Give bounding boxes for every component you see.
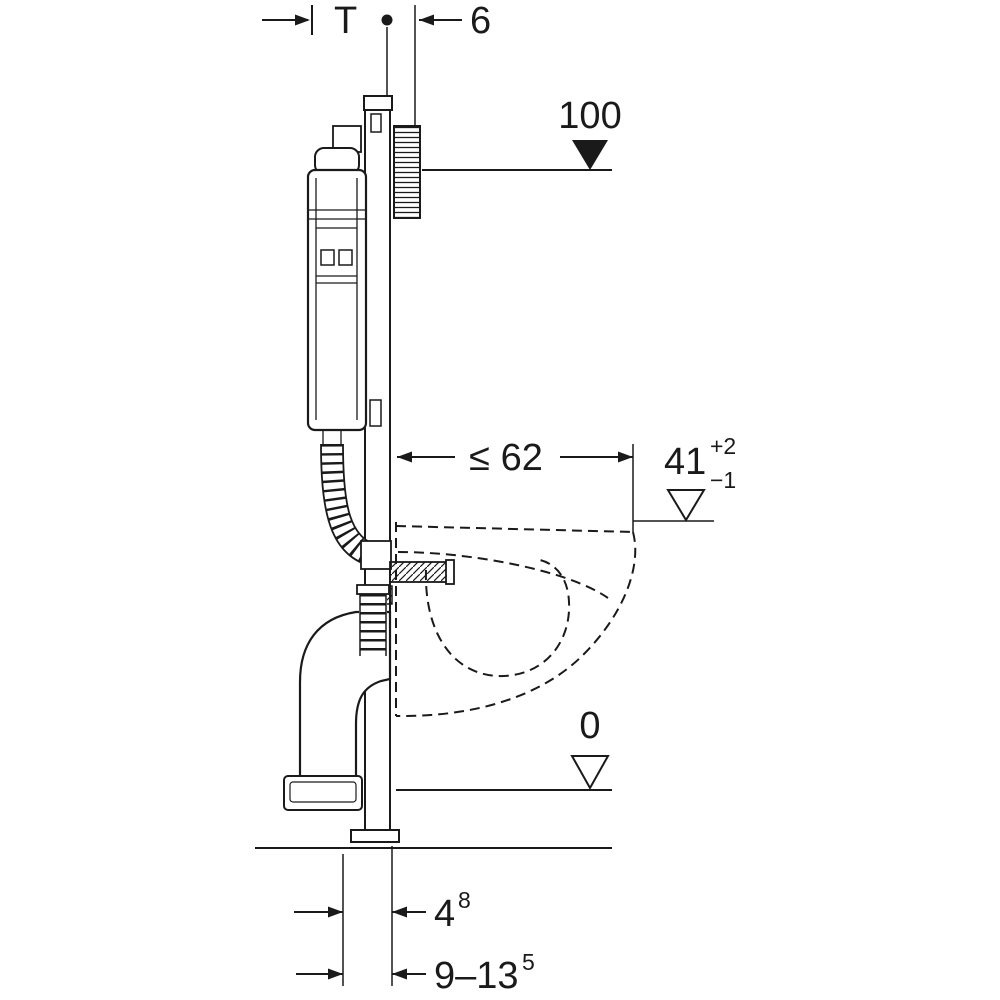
rail-top-cap <box>363 95 393 111</box>
drain-range-arrowhead-left <box>328 968 343 980</box>
level-0-triangle-icon <box>570 755 610 791</box>
rim-height-triangle-icon <box>666 489 706 522</box>
wall-anchor-body <box>393 125 421 219</box>
dimension-drain-offset: 4 8 <box>294 887 471 935</box>
level-100-triangle-icon <box>572 140 608 170</box>
pan-outer-profile <box>395 531 637 718</box>
rim-height-tolerance-plus: +2 <box>710 433 736 459</box>
drain-offset-arrowhead-right <box>392 906 407 918</box>
drain-range-superscript: 5 <box>522 949 535 975</box>
level-marker-0: 0 <box>570 705 610 791</box>
floor-bracket-outer <box>283 775 363 811</box>
flush-bend-fitting <box>360 540 392 570</box>
cistern-window-right <box>338 249 353 266</box>
rail-slot-top <box>370 113 382 133</box>
drain-offset-label: 4 <box>434 893 455 935</box>
drain-range-arrowhead-right <box>392 968 407 980</box>
floor-bracket <box>283 775 363 811</box>
concealed-cistern <box>306 125 368 445</box>
dimension-rim-height: 41 +2 −1 <box>633 433 736 522</box>
dimension-top-anchor: T <box>262 0 357 42</box>
six-label: 6 <box>470 0 491 42</box>
pan-connection-stub <box>382 559 455 605</box>
dimension-wall-gap: 6 <box>414 0 491 126</box>
toilet-pan-outline <box>395 522 637 718</box>
extension-lines-bottom <box>342 846 393 986</box>
drain-range-label: 9–13 <box>434 955 519 997</box>
depth-arrowhead-right <box>618 451 633 463</box>
cistern-body <box>306 168 368 432</box>
level-100-label: 100 <box>558 95 621 137</box>
t-label: T <box>334 0 357 42</box>
level-0-label: 0 <box>579 705 600 747</box>
flush-pipe <box>320 443 392 570</box>
level-marker-100: 100 <box>422 95 622 171</box>
t-arrowhead <box>295 14 310 26</box>
dimension-drain-range: 9–13 5 <box>296 949 535 997</box>
drain-connector <box>356 584 390 658</box>
pan-bowl-cavity <box>424 559 571 678</box>
rim-height-label: 41 <box>664 441 706 483</box>
drain-connector-cap <box>356 584 390 595</box>
drain-offset-arrowhead-left <box>328 906 343 918</box>
floor-bracket-inner <box>289 781 357 803</box>
pan-stub-body <box>389 561 449 583</box>
pan-stub-cap <box>445 559 455 585</box>
centerline-marker <box>381 14 393 96</box>
depth-label: ≤ 62 <box>469 437 543 479</box>
pan-rim-line <box>397 551 609 599</box>
centerline-dot <box>381 14 393 26</box>
rail-foot-plate <box>350 829 400 843</box>
floor-lines <box>255 789 612 849</box>
flush-pipe-underlay <box>320 443 382 569</box>
pan-top-edge <box>395 525 634 533</box>
cistern-inner-details <box>308 178 366 445</box>
drain-offset-superscript: 8 <box>458 887 471 913</box>
rim-height-tolerance-minus: −1 <box>710 467 736 493</box>
cistern-window-left <box>320 249 335 266</box>
wall-anchor-bracket <box>393 125 421 219</box>
dimension-max-depth: ≤ 62 <box>397 437 634 532</box>
rail-slot-mid <box>369 399 382 427</box>
